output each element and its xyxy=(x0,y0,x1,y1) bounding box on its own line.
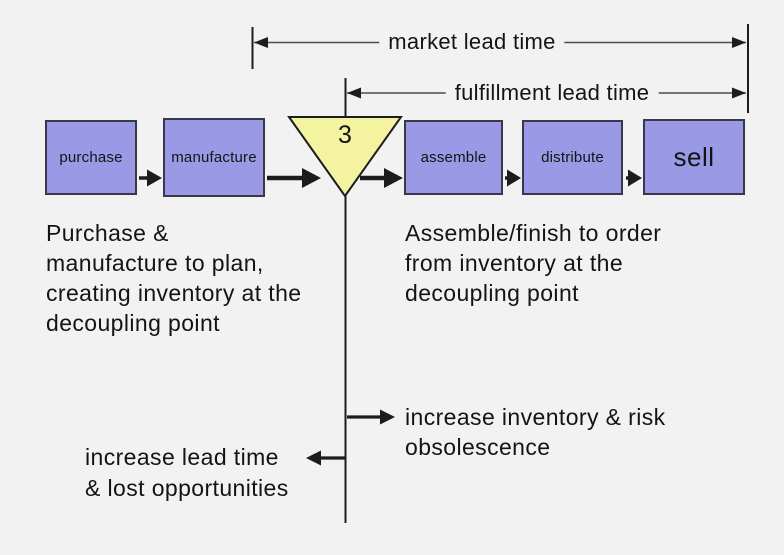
process-box-manufacture: manufacture xyxy=(163,118,265,197)
flow-arrowhead-assemble-distribute-icon xyxy=(507,169,521,187)
flow-arrowhead-purchase-manufacture-icon xyxy=(147,169,162,187)
flow-arrowhead-manufacture-decoupling-icon xyxy=(302,168,321,188)
arrowhead-increase-lead-time-icon xyxy=(306,450,321,466)
flow-arrowhead-distribute-sell-icon xyxy=(628,169,642,187)
fulfillment-lead-time-label: fulfillment lead time xyxy=(445,80,659,106)
decoupling-point-value: 3 xyxy=(338,121,352,149)
note-increase-inventory: increase inventory & risk obsolescence xyxy=(405,404,666,460)
fulfillment-left-arrowhead-icon xyxy=(347,87,361,99)
market-left-arrowhead-icon xyxy=(254,37,268,48)
market-lead-time-label: market lead time xyxy=(379,29,565,55)
note-plan-side: Purchase & manufacture to plan, creating… xyxy=(46,220,302,336)
process-box-label: assemble xyxy=(420,149,487,166)
process-box-label: distribute xyxy=(541,149,604,166)
process-box-label: sell xyxy=(673,141,715,172)
process-box-label: manufacture xyxy=(171,149,257,166)
process-box-label: purchase xyxy=(59,149,123,166)
market-right-arrowhead-icon xyxy=(732,37,746,48)
process-box-distribute: distribute xyxy=(522,120,623,195)
fulfillment-right-arrowhead-icon xyxy=(732,87,746,99)
flow-arrowhead-decoupling-assemble-icon xyxy=(384,168,403,188)
decoupling-point-triangle xyxy=(287,116,403,198)
note-order-side: Assemble/finish to order from inventory … xyxy=(405,220,662,306)
process-box-assemble: assemble xyxy=(404,120,503,195)
process-box-sell: sell xyxy=(643,119,745,195)
note-increase-lead-time: increase lead time & lost opportunities xyxy=(85,444,289,501)
process-box-purchase: purchase xyxy=(45,120,137,195)
arrowhead-increase-inventory-icon xyxy=(380,409,395,425)
